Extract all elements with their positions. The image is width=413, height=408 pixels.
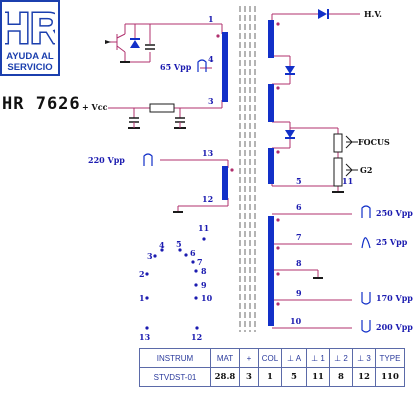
vpp170-label: 170 Vpp — [376, 293, 413, 303]
pin13-label: 13 — [202, 148, 214, 158]
resistor-focus — [333, 133, 343, 153]
pin10-label: 10 — [290, 316, 302, 326]
logo-line-2: SERVICIO — [7, 62, 53, 73]
g2-label: G2 — [360, 165, 372, 175]
pinout-7: 7 — [197, 257, 203, 267]
spec-header-instrum: INSTRUM — [139, 348, 211, 368]
winding-primary-1 — [222, 32, 228, 102]
winding-hv-2 — [268, 84, 274, 122]
spec-header-type: TYPE — [375, 348, 405, 368]
transistor-icon — [116, 33, 126, 53]
diode-3 — [285, 130, 295, 138]
spec-value-gnd-3: 12 — [352, 367, 376, 387]
spec-value-gnd-a: 5 — [281, 367, 307, 387]
pin5-label: 5 — [296, 176, 302, 186]
vpp25-label: 25 Vpp — [376, 237, 408, 247]
transformer-core — [239, 6, 256, 332]
pin1-label: 1 — [208, 14, 214, 24]
winding-hv-3 — [268, 148, 274, 184]
spec-value-plus: 3 — [239, 367, 259, 387]
logo: HR AYUDA AL SERVICIO — [0, 0, 60, 76]
zener-diode — [130, 40, 140, 48]
pinout-9: 9 — [201, 280, 207, 290]
waveform-170vpp-icon — [361, 292, 371, 305]
pinout: 1 2 3 4 5 6 7 8 9 10 11 12 13 — [139, 223, 213, 342]
pinout-2: 2 — [139, 269, 145, 279]
spec-table: INSTRUM MAT + COL ⊥ A ⊥ 1 ⊥ 2 ⊥ 3 TYPE S… — [139, 348, 405, 387]
pinout-10: 10 — [201, 293, 213, 303]
vpp220-label: 220 Vpp — [88, 155, 125, 165]
spec-header-row: INSTRUM MAT + COL ⊥ A ⊥ 1 ⊥ 2 ⊥ 3 TYPE — [139, 348, 405, 368]
spec-value-gnd-2: 8 — [329, 367, 353, 387]
spec-value-row: STVDST-01 28.8 3 1 5 11 8 12 110 — [139, 367, 405, 387]
resistor-vcc — [149, 103, 175, 113]
logo-mark: HR — [5, 4, 55, 49]
spec-value-col: 1 — [258, 367, 282, 387]
winding-secondary — [268, 216, 274, 326]
pin3-label: 3 — [208, 96, 214, 106]
model-number: HR 7626 — [2, 94, 81, 114]
spec-value-type: 110 — [375, 367, 405, 387]
spec-header-mat: MAT — [210, 348, 240, 368]
spec-header-gnd-3: ⊥ 3 — [352, 348, 376, 368]
spec-value-gnd-1: 11 — [306, 367, 330, 387]
diode-2 — [285, 66, 295, 74]
pinout-1: 1 — [139, 293, 145, 303]
spec-header-plus: + — [239, 348, 259, 368]
spec-header-col: COL — [258, 348, 282, 368]
spec-value-mat: 28.8 — [210, 367, 240, 387]
spec-value-instrum: STVDST-01 — [139, 367, 211, 387]
pin8-label: 8 — [296, 258, 302, 268]
logo-line-1: AYUDA AL — [6, 51, 54, 62]
waveform-250vpp-icon — [361, 205, 371, 218]
waveform-200vpp-icon — [361, 320, 371, 333]
resistor-g2 — [333, 157, 343, 187]
pinout-12: 12 — [191, 332, 202, 342]
vpp250-label: 250 Vpp — [376, 208, 413, 218]
pinout-4: 4 — [159, 240, 165, 250]
vpp65-label: 65 Vpp — [160, 62, 192, 72]
focus-label: FOCUS — [358, 137, 390, 147]
pinout-11: 11 — [198, 223, 209, 233]
pin12-label: 12 — [202, 194, 213, 204]
pinout-8: 8 — [201, 266, 207, 276]
pin6-label: 6 — [296, 202, 302, 212]
waveform-25vpp-icon — [361, 237, 371, 249]
hr-logo-icon: HR — [5, 3, 55, 49]
winding-primary-2 — [222, 166, 228, 200]
pin7-label: 7 — [296, 232, 302, 242]
waveform-220vpp-icon — [143, 153, 153, 166]
pin4-label: 4 — [208, 54, 214, 64]
vcc-label: + Vcc — [82, 102, 108, 112]
vpp200-label: 200 Vpp — [376, 322, 413, 332]
winding-hv-1 — [268, 20, 274, 58]
pinout-5: 5 — [176, 239, 182, 249]
pinout-13: 13 — [139, 332, 151, 342]
pin9-label: 9 — [296, 288, 302, 298]
pin11-label: 11 — [342, 176, 353, 186]
waveform-65vpp-icon — [197, 59, 207, 72]
diode-hv — [318, 9, 327, 19]
pinout-6: 6 — [190, 248, 196, 258]
spec-header-gnd-2: ⊥ 2 — [329, 348, 353, 368]
spec-header-gnd-1: ⊥ 1 — [306, 348, 330, 368]
hv-label: H.V. — [364, 9, 382, 19]
pinout-3: 3 — [147, 251, 153, 261]
spec-header-gnd-a: ⊥ A — [281, 348, 307, 368]
